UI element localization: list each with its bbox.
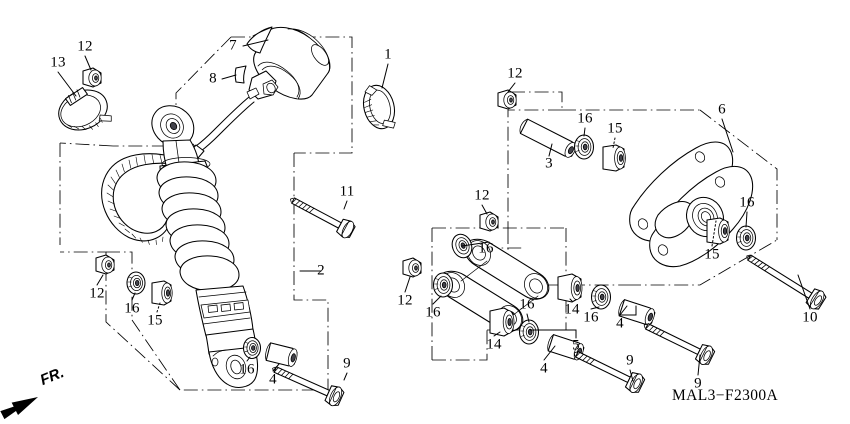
shock-bottom-eye [208, 346, 259, 388]
callout-4a: 4 [616, 315, 624, 332]
part-9-bolt-a [272, 366, 345, 407]
part-15-bush-c [706, 217, 730, 245]
callout-14a: 14 [564, 301, 580, 318]
callout-12: 12 [77, 38, 93, 55]
part-12-nut-d [479, 211, 499, 232]
part-4-collar-b [618, 299, 656, 326]
part-9-bolt-b [573, 351, 646, 393]
part-1-band-clamp [362, 84, 396, 130]
part-16-bearing-g [590, 284, 612, 310]
callout-15a: 15 [607, 120, 623, 137]
callout-2: 2 [317, 262, 325, 279]
callout-16d: 16 [124, 300, 140, 317]
callout-14b: 14 [486, 336, 502, 353]
callout-12c: 12 [474, 187, 490, 204]
part-13-clamp [58, 87, 112, 131]
callout-16g: 16 [583, 309, 599, 326]
callout-1: 1 [384, 46, 392, 63]
part-14-bush-a [557, 273, 583, 303]
part-14-bush-b [489, 307, 515, 337]
callout-16b: 16 [739, 194, 755, 211]
part-4-collar-a [265, 342, 298, 367]
callout-12e: 12 [397, 292, 413, 309]
callout-4b: 4 [269, 371, 277, 388]
part-16-bearing-f [432, 272, 454, 298]
part-12-nut-b [95, 254, 115, 275]
fr-arrow-icon [0, 397, 38, 420]
part-16-bearing-c [573, 134, 595, 160]
part-11-bolt [290, 197, 356, 239]
leader-lines [57, 39, 811, 382]
callout-15b: 15 [704, 246, 720, 263]
part-16-bearing-h [518, 319, 540, 345]
callout-8: 8 [209, 70, 217, 87]
part-3-collar [519, 118, 577, 158]
callout-16a: 16 [577, 110, 593, 127]
part-2-rear-cushion [151, 105, 259, 388]
callout-9b: 9 [626, 352, 634, 369]
callout-3: 3 [545, 155, 553, 172]
callout-16h: 16 [239, 361, 255, 378]
callout-12d: 12 [89, 285, 105, 302]
part-16-bearing-d [735, 225, 757, 251]
callout-12b: 12 [507, 65, 523, 82]
callout-16c: 16 [478, 240, 494, 257]
shock-damper-body [195, 285, 257, 355]
callout-9a: 9 [343, 355, 351, 372]
part-9-bolt-c [643, 323, 716, 365]
diagram-part-number: MAL3−F2300A [672, 387, 779, 404]
callout-10: 10 [802, 309, 818, 326]
shock-top-eye [151, 105, 195, 147]
shock-spring [156, 161, 240, 292]
callout-7: 7 [229, 37, 237, 54]
callout-16e: 16 [425, 304, 441, 321]
callout-16f: 16 [519, 296, 535, 313]
callout-11: 11 [339, 183, 355, 200]
callout-4c: 4 [540, 360, 548, 377]
callout-9c: 9 [694, 375, 702, 392]
callout-5: 5 [572, 337, 580, 354]
callout-13: 13 [50, 54, 66, 71]
part-15-bush-b [602, 144, 626, 172]
part-12-nut-a [82, 67, 102, 88]
part-16-bearing-a [126, 271, 146, 295]
part-15-bush-a [151, 280, 173, 306]
part-12-nut-c [497, 89, 517, 110]
callout-6: 6 [718, 101, 726, 118]
part-12-nut-e [402, 257, 422, 278]
part-10-bolt [746, 254, 827, 310]
callout-15c: 15 [147, 312, 163, 329]
part-16-bearing-b [242, 336, 262, 360]
